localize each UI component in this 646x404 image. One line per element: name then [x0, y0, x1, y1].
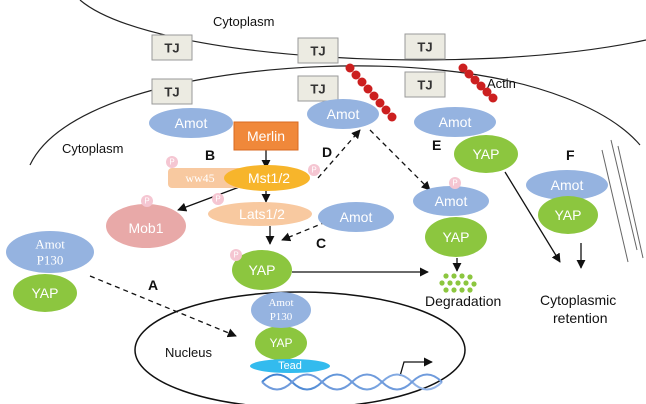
yap-protein: YAP: [538, 196, 598, 234]
tj-label: TJ: [164, 41, 179, 56]
phospho-marker: P: [141, 195, 153, 207]
tj-label: TJ: [310, 82, 325, 97]
amot-p130-line1: Amot: [35, 237, 65, 252]
pathway-label-a: A: [148, 277, 158, 293]
arrow-dna-transcription: [399, 357, 433, 377]
yap-label: YAP: [443, 229, 470, 245]
tight-junction: TJ: [297, 75, 339, 102]
tj-label: TJ: [417, 78, 432, 93]
yap-label: YAP: [32, 285, 59, 301]
amot-protein: Amot: [413, 186, 489, 216]
yap-protein: YAP: [425, 217, 487, 257]
phospho-marker: P: [166, 156, 178, 168]
arrow-amot-to-e-dashed: [369, 129, 431, 191]
pathway-label-b: B: [205, 147, 215, 163]
merlin-label: Merlin: [247, 128, 285, 144]
amot-label: Amot: [327, 106, 360, 122]
degradation-fragments: [439, 273, 477, 293]
actin-filament-right: [458, 63, 498, 103]
mob1-label: Mob1: [128, 220, 163, 236]
arrow-c-dashed: [281, 221, 327, 242]
tight-junction: TJ: [151, 34, 193, 61]
lats-label: Lats1/2: [239, 206, 285, 222]
amot-label: Amot: [175, 115, 208, 131]
phospho-label: P: [215, 195, 220, 204]
amot-p130-line1: Amot: [268, 297, 293, 309]
pathway-label-e: E: [432, 137, 441, 153]
amot-label: Amot: [340, 209, 373, 225]
yap-label: YAP: [249, 262, 276, 278]
tj-label: TJ: [417, 40, 432, 55]
yap-protein: YAP: [13, 274, 77, 312]
lats-protein: Lats1/2: [208, 202, 312, 226]
cytoplasm-top-label: Cytoplasm: [213, 14, 274, 29]
arrow-d-dashed: [317, 129, 361, 179]
yap-protein: YAP: [255, 326, 307, 360]
actin-fiber-3: [601, 149, 629, 263]
amot-protein: Amot: [149, 108, 233, 138]
yap-label: YAP: [269, 336, 292, 350]
pathway-label-d: D: [322, 144, 332, 160]
phospho-label: P: [169, 158, 174, 167]
amot-p130-line2: P130: [37, 253, 64, 268]
yap-label: YAP: [555, 207, 582, 223]
arrow-mst-to-mob1: [177, 185, 243, 212]
yap-protein: YAP: [232, 250, 292, 290]
nucleus-membrane: [134, 291, 466, 404]
arrow-e-to-retention: [504, 171, 561, 263]
phospho-label: P: [311, 166, 316, 175]
phospho-marker: P: [308, 164, 320, 176]
phospho-marker: P: [212, 193, 224, 205]
actin-filament-left: [345, 63, 397, 122]
pathway-label-f: F: [566, 147, 575, 163]
cytoplasmic-retention-line1: Cytoplasmic: [540, 292, 616, 308]
mob1-protein: Mob1: [106, 204, 186, 248]
tight-junction: TJ: [404, 71, 446, 98]
amot-label: Amot: [439, 114, 472, 130]
phospho-marker: P: [449, 177, 461, 189]
tight-junction: TJ: [151, 78, 193, 105]
phospho-label: P: [144, 197, 149, 206]
tight-junction: TJ: [297, 37, 339, 64]
amot-p130-protein: Amot P130: [6, 231, 94, 273]
dna-helix: [261, 373, 443, 391]
ww45-protein: ww45: [168, 168, 242, 188]
amot-label: Amot: [551, 177, 584, 193]
merlin-protein: Merlin: [233, 121, 299, 151]
pathway-label-c: C: [316, 235, 326, 251]
lower-cell-membrane: [29, 65, 641, 166]
yap-label: YAP: [473, 146, 500, 162]
actin-fiber-2: [617, 145, 644, 259]
ww45-label: ww45: [185, 171, 214, 185]
degradation-label: Degradation: [425, 293, 501, 309]
tead-protein: Tead: [250, 359, 330, 373]
tead-label: Tead: [278, 360, 302, 372]
nucleus-label: Nucleus: [165, 345, 212, 360]
actin-label: Actin: [487, 76, 516, 91]
cytoplasmic-retention-line2: retention: [553, 310, 607, 326]
amot-protein: Amot: [526, 170, 608, 200]
amot-protein: Amot: [307, 99, 379, 129]
phospho-label: P: [233, 251, 238, 260]
tj-label: TJ: [164, 85, 179, 100]
cytoplasm-left-label: Cytoplasm: [62, 141, 123, 156]
phospho-label: P: [452, 179, 457, 188]
mst-label: Mst1/2: [248, 170, 290, 186]
arrow-a-dashed: [89, 275, 237, 338]
amot-protein: Amot: [414, 107, 496, 137]
amot-p130-line2: P130: [270, 311, 293, 323]
amot-protein: Amot: [318, 202, 394, 232]
phospho-marker: P: [230, 249, 242, 261]
actin-fiber-1: [610, 139, 638, 251]
amot-p130-protein: Amot P130: [251, 292, 311, 328]
amot-label: Amot: [435, 193, 468, 209]
yap-protein: YAP: [454, 135, 518, 173]
tight-junction: TJ: [404, 33, 446, 60]
tj-label: TJ: [310, 44, 325, 59]
mst-protein: Mst1/2: [224, 165, 310, 191]
